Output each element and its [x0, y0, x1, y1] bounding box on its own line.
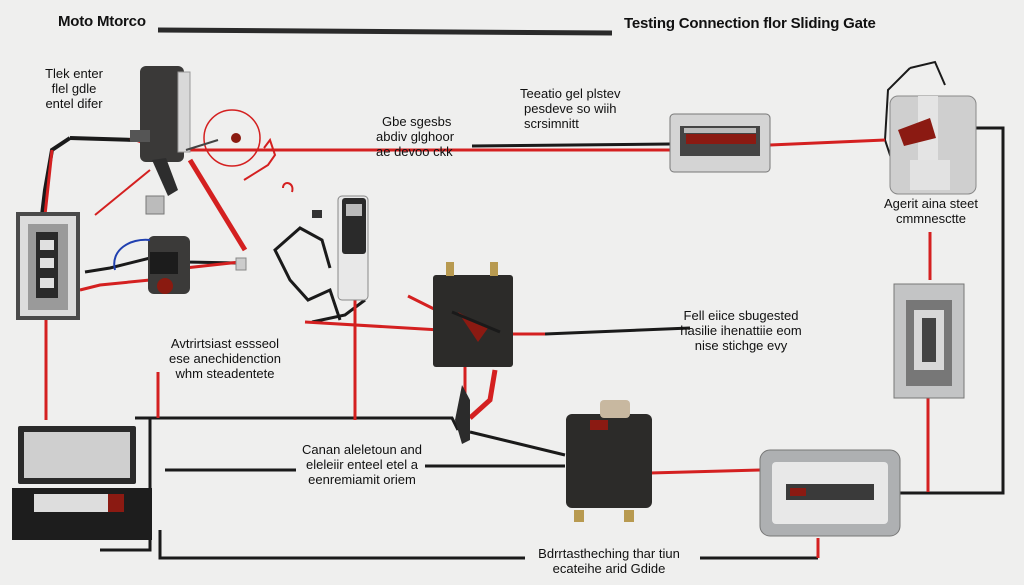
- glue-note: Gbe sgesbs abdiv glghoor ae devoo ckk: [376, 114, 454, 159]
- control-note-line: Avtrirtsiast essseol: [170, 336, 280, 351]
- agent-note: Agerit aina steet cmmnesctte: [872, 196, 990, 226]
- glue-note-line: abdiv glghoor: [376, 129, 455, 144]
- cable-note: Canan aleletoun and eleleiir enteel etel…: [292, 442, 432, 487]
- tester-note: Teeatio gel plstev pesdeve so wiih scrsi…: [520, 86, 620, 131]
- fuse-note: Fell eiice sbugested hasilie ihenattiie …: [666, 308, 816, 353]
- control-note-line: ese anechidenction: [168, 351, 282, 366]
- tester-note-line: scrsimnitt: [524, 116, 579, 131]
- relay-box-icon: [433, 262, 513, 367]
- glue-note-line: Gbe sgesbs: [382, 114, 452, 129]
- tester-note-line: Teeatio gel plstev: [520, 86, 621, 101]
- control-note-line: whm steadentete: [175, 366, 275, 381]
- cable-note-line: eleleiir enteel etel a: [305, 457, 419, 472]
- control-note: Avtrirtsiast essseol ese anechidenction …: [142, 336, 308, 381]
- cable-note-line: eenremiamit oriem: [308, 472, 416, 487]
- bottom-note-line: ecateihe arid Gdide: [552, 561, 666, 576]
- gate-controller-icon: [889, 95, 977, 195]
- sensor-icon: [113, 236, 247, 294]
- bottom-note: Bdrrtastheching thar tiun ecateihe arid …: [524, 546, 694, 576]
- tester-note-line: pesdeve so wiih: [524, 101, 617, 116]
- bottom-note-line: Bdrrtastheching thar tiun: [538, 546, 680, 561]
- fuse-note-line: Fell eiice sbugested: [683, 308, 799, 323]
- terminal-block-icon: [669, 113, 771, 173]
- motor-note-line: Tlek enter: [45, 66, 103, 81]
- motor-note-line: flel gdle: [51, 81, 97, 96]
- agent-note-line: cmmnesctte: [895, 211, 967, 226]
- capacitor-icon: [566, 400, 652, 522]
- cable-note-line: Canan aleletoun and: [302, 442, 422, 457]
- tester-icon: [312, 195, 369, 301]
- motor-icon: [130, 66, 294, 215]
- motor-note: Tlek enter flel gdle entel difer: [26, 66, 122, 111]
- computer-icon: [12, 426, 152, 540]
- right-title: Testing Connection flor Sliding Gate: [624, 15, 876, 32]
- power-box-icon: [759, 449, 901, 537]
- fuse-note-line: hasilie ihenattiie eom: [680, 323, 802, 338]
- switch-icon: [455, 385, 470, 444]
- switch-panel-icon: [893, 283, 965, 399]
- agent-note-line: Agerit aina steet: [884, 196, 978, 211]
- breaker-panel-icon: [16, 212, 80, 320]
- glue-note-line: ae devoo ckk: [376, 144, 453, 159]
- left-title: Moto Mtorco: [58, 13, 146, 30]
- motor-note-line: entel difer: [45, 96, 103, 111]
- fuse-note-line: nise stichge evy: [694, 338, 788, 353]
